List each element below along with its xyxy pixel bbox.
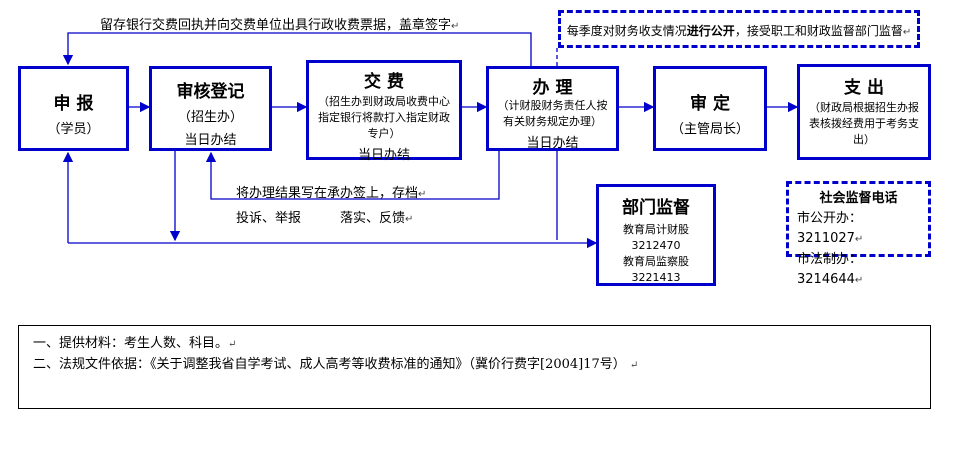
hotline-line-2: 市法制办：3214644↵ [797,252,864,287]
hotline-title: 社会监督电话 [819,191,898,206]
hotline-line-1: 市公开办：3211027↵ [797,211,864,246]
arrow-archive [205,151,500,200]
followup-note: 落实、反馈↵ [340,211,414,226]
handle-box: 办 理 （计财股财务责任人按有关财务规定办理） 当日办结 [486,66,619,151]
arrow-receipt-return [62,32,532,68]
receipt-note: 留存银行交费回执并向交费单位出具行政收费票据，盖章签字↵ [100,18,460,33]
review-box: 审核登记 （招生办） 当日办结 [149,66,272,151]
complaint-note: 投诉、举报 [236,211,302,226]
approve-box: 审 定 （主管局长） [653,66,767,151]
notes-line-2: 二、法规文件依据：《关于调整我省自学考试、成人高考等收费标准的通知》（冀价行费字… [33,357,639,372]
notes-line-1: 一、提供材料：考生人数、科目。↵ [33,336,237,351]
supervise-box: 部门监督 教育局计财股 3212470 教育局监察股 3221413 [596,184,716,286]
apply-box: 申 报 （学员） [18,66,129,151]
archive-note: 将办理结果写在承办签上，存档↵ [236,186,427,201]
spend-box: 支 出 （财政局根据招生办报表核拨经费用于考务支出） [797,64,931,160]
hotline-box: 社会监督电话 市公开办：3211027↵ 市法制办：3214644↵ [786,181,931,287]
publicity-box: 每季度对财务收支情况进行公开，接受职工和财政监督部门监督↵ [558,10,920,48]
notes-box: 一、提供材料：考生人数、科目。↵ 二、法规文件依据：《关于调整我省自学考试、成人… [18,325,931,409]
pay-box: 交 费 （招生办到财政局收费中心指定银行将款打入指定财政专户） 当日办结 [306,60,462,163]
